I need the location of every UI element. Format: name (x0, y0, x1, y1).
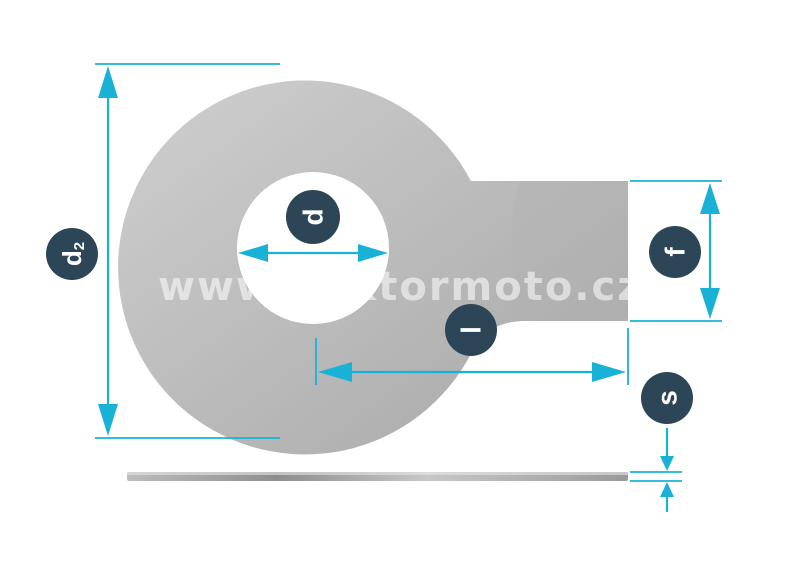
svg-text:d2: d2 (57, 242, 88, 266)
arrow-up-icon (700, 183, 720, 214)
badge-f: f (649, 226, 701, 278)
badge-l: l (445, 304, 497, 356)
label-l: l (456, 326, 487, 334)
label-f: f (660, 247, 691, 257)
label-s: s (652, 390, 683, 406)
badge-d2: d2 (46, 228, 98, 280)
arrow-up-icon (660, 482, 674, 497)
arrow-left-icon (238, 244, 268, 262)
washer-body (118, 80, 628, 455)
label-d: d (298, 208, 329, 225)
badge-s: s (641, 372, 693, 424)
label-d2: d (57, 250, 87, 266)
washer-side-view (127, 472, 628, 481)
arrow-left-icon (318, 362, 352, 382)
washer-tab-shading (511, 181, 628, 321)
arrow-up-icon (98, 66, 118, 98)
dimension-f (630, 180, 722, 322)
washer-top-view (118, 80, 628, 455)
dimension-s (630, 428, 682, 512)
arrow-right-icon (358, 244, 388, 262)
badge-d: d (286, 190, 340, 244)
dimension-l (315, 328, 629, 385)
dimension-d (238, 244, 388, 262)
arrow-down-icon (700, 288, 720, 319)
arrow-right-icon (592, 362, 626, 382)
arrow-down-icon (660, 456, 674, 471)
dimension-d2 (95, 63, 280, 439)
label-d2-subscript: 2 (71, 242, 88, 250)
watermark-text: www.doktormoto.cz (158, 264, 643, 310)
arrow-down-icon (98, 404, 118, 436)
